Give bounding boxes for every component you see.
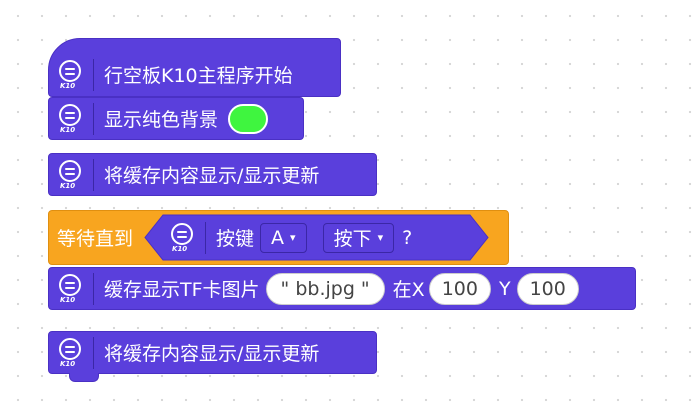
color-picker-swatch[interactable] <box>228 103 269 134</box>
x-label: 在X <box>392 279 425 301</box>
k10-icon: K10 <box>49 97 93 140</box>
wait-until-block[interactable]: 等待直到 K10 按键 A▾ 按下▾ ? <box>48 210 509 265</box>
display-update-label: 将缓存内容显示/显示更新 <box>104 165 320 187</box>
question-mark: ? <box>402 226 413 249</box>
y-input[interactable]: 100 <box>516 272 579 305</box>
k10-icon: K10 <box>49 267 93 310</box>
k10-icon: K10 <box>49 331 93 374</box>
chevron-down-icon: ▾ <box>290 231 296 244</box>
chevron-down-icon: ▾ <box>377 231 384 244</box>
button-pressed-condition[interactable]: K10 按键 A▾ 按下▾ ? <box>143 214 490 261</box>
filename-input[interactable]: " bb.jpg " <box>265 272 385 305</box>
k10-icon: K10 <box>161 216 205 259</box>
k10-icon: K10 <box>49 153 93 196</box>
x-input[interactable]: 100 <box>428 272 491 305</box>
k10-icon: K10 <box>49 53 93 96</box>
key-dropdown[interactable]: A▾ <box>260 222 307 253</box>
show-tf-image-block[interactable]: K10 缓存显示TF卡图片 " bb.jpg " 在X 100 Y 100 <box>48 267 636 310</box>
y-label: Y <box>498 277 511 300</box>
show-background-label: 显示纯色背景 <box>104 109 219 131</box>
display-update-block-1[interactable]: K10 将缓存内容显示/显示更新 <box>48 153 377 196</box>
show-solid-background-block[interactable]: K10 显示纯色背景 <box>48 97 304 140</box>
main-program-label: 行空板K10主程序开始 <box>104 65 293 87</box>
tf-image-label: 缓存显示TF卡图片 <box>104 279 260 301</box>
display-update-block-2[interactable]: K10 将缓存内容显示/显示更新 <box>48 331 377 382</box>
wait-until-label: 等待直到 <box>57 228 134 250</box>
main-program-start-block[interactable]: K10 行空板K10主程序开始 <box>48 38 341 97</box>
action-dropdown[interactable]: 按下▾ <box>322 222 395 253</box>
key-label: 按键 <box>216 228 255 250</box>
display-update-label: 将缓存内容显示/显示更新 <box>104 343 320 365</box>
